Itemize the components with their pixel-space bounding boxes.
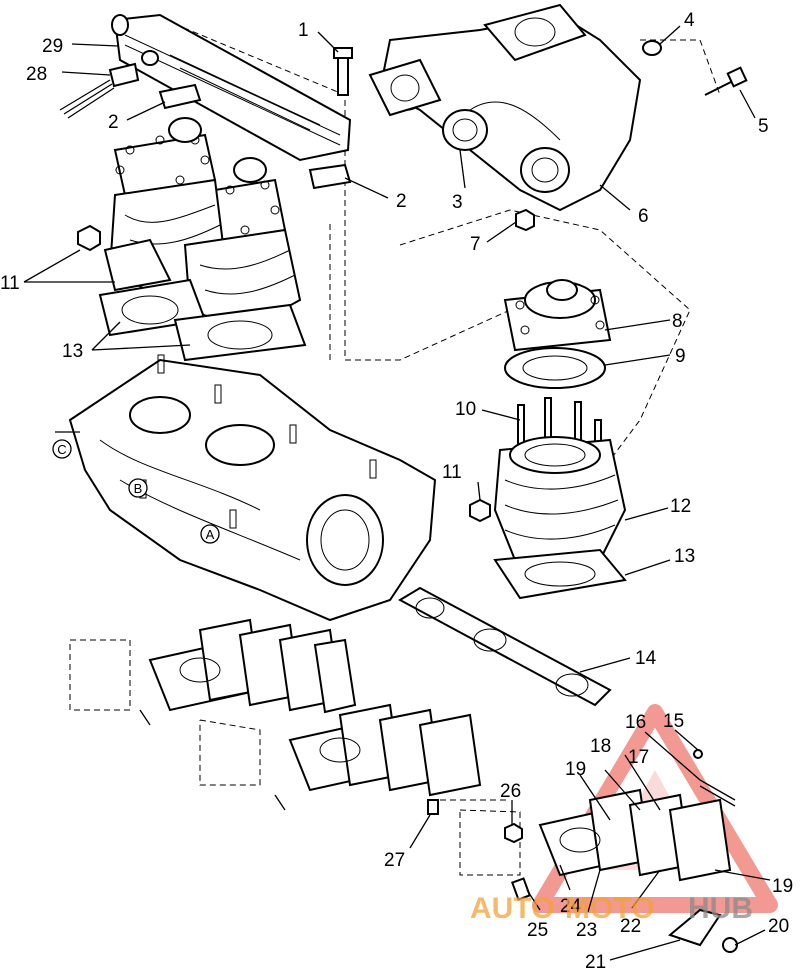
reed-gasket-14 xyxy=(397,586,612,707)
watermark-text: AUTO MOTO HUB xyxy=(470,892,753,925)
watermark-hub: HUB xyxy=(688,892,753,925)
callout-25: 25 xyxy=(527,920,548,941)
reed-valve-assembly-2 xyxy=(274,703,482,811)
callout-2-top: 2 xyxy=(108,112,119,133)
clamp-16-17 xyxy=(699,779,736,807)
callout-12: 12 xyxy=(670,496,691,517)
bolt-27 xyxy=(427,799,439,815)
callout-19-top: 19 xyxy=(565,759,586,780)
cylinder-left xyxy=(103,178,302,332)
base-gasket-left xyxy=(98,278,307,362)
base-gasket-right xyxy=(493,548,627,600)
callout-9: 9 xyxy=(675,346,686,367)
callout-22: 22 xyxy=(620,916,641,937)
callout-numbers: 1 2 2 3 4 5 6 7 8 9 10 11 11 12 13 13 14… xyxy=(0,10,793,970)
exhaust-gasket xyxy=(368,58,442,117)
callout-14: 14 xyxy=(635,648,657,669)
leader-lines xyxy=(23,25,771,961)
callout-11-right: 11 xyxy=(442,462,462,483)
bolt-5 xyxy=(704,66,748,96)
crankcase xyxy=(55,354,437,622)
assembly-guide-lines xyxy=(69,19,721,876)
callout-16: 16 xyxy=(625,712,646,733)
callout-17: 17 xyxy=(628,747,649,768)
plug-4 xyxy=(642,40,662,56)
bolt-20 xyxy=(722,937,738,953)
nut-26 xyxy=(504,822,523,844)
callout-10: 10 xyxy=(455,399,476,420)
screw-15 xyxy=(693,749,703,759)
temperature-sensor xyxy=(59,62,140,119)
callout-5: 5 xyxy=(758,116,769,137)
reed-valve-assembly-1 xyxy=(139,618,357,726)
cylinder-right xyxy=(493,397,627,561)
callout-4: 4 xyxy=(684,10,695,31)
callout-21: 21 xyxy=(585,952,606,970)
callout-28: 28 xyxy=(26,64,47,85)
callout-27: 27 xyxy=(384,850,405,871)
callout-1: 1 xyxy=(298,20,309,41)
callout-13-left: 13 xyxy=(62,341,83,362)
callout-24: 24 xyxy=(560,896,582,917)
callout-7: 7 xyxy=(470,234,481,255)
callout-11-left: 11 xyxy=(0,273,20,294)
callout-8: 8 xyxy=(672,311,683,332)
bracket-21 xyxy=(667,908,722,947)
exhaust-manifold xyxy=(378,3,642,212)
callout-13-right: 13 xyxy=(674,546,695,567)
callout-2-right: 2 xyxy=(396,191,407,212)
callout-3: 3 xyxy=(452,192,463,213)
callout-18: 18 xyxy=(590,736,611,757)
watermark-auto: AUTO xyxy=(470,892,554,925)
bolt-25 xyxy=(511,877,531,901)
bolt-1 xyxy=(333,47,353,96)
nut-7 xyxy=(515,208,535,232)
ref-circle-b: B xyxy=(128,478,148,498)
svg-text:A: A xyxy=(206,527,215,542)
nut-11-left xyxy=(77,224,101,252)
fuel-rail xyxy=(111,13,352,162)
ref-circle-c: C xyxy=(52,439,72,459)
callout-20: 20 xyxy=(768,916,789,937)
callout-23: 23 xyxy=(576,920,597,941)
callout-29: 29 xyxy=(42,36,63,57)
head-gasket-9 xyxy=(504,347,606,389)
callout-6: 6 xyxy=(638,206,649,227)
cylinder-head-right xyxy=(503,279,612,352)
ref-circle-a: A xyxy=(200,524,220,544)
callout-15: 15 xyxy=(663,711,684,732)
svg-text:B: B xyxy=(134,481,143,496)
reed-valve-assembly-3 xyxy=(538,788,732,882)
watermark-moto: MOTO xyxy=(565,892,654,925)
manifold-gasket xyxy=(158,83,352,190)
svg-text:C: C xyxy=(57,442,66,457)
callout-19-right: 19 xyxy=(772,876,793,897)
callout-26: 26 xyxy=(500,781,521,802)
nut-11-right xyxy=(469,498,491,523)
